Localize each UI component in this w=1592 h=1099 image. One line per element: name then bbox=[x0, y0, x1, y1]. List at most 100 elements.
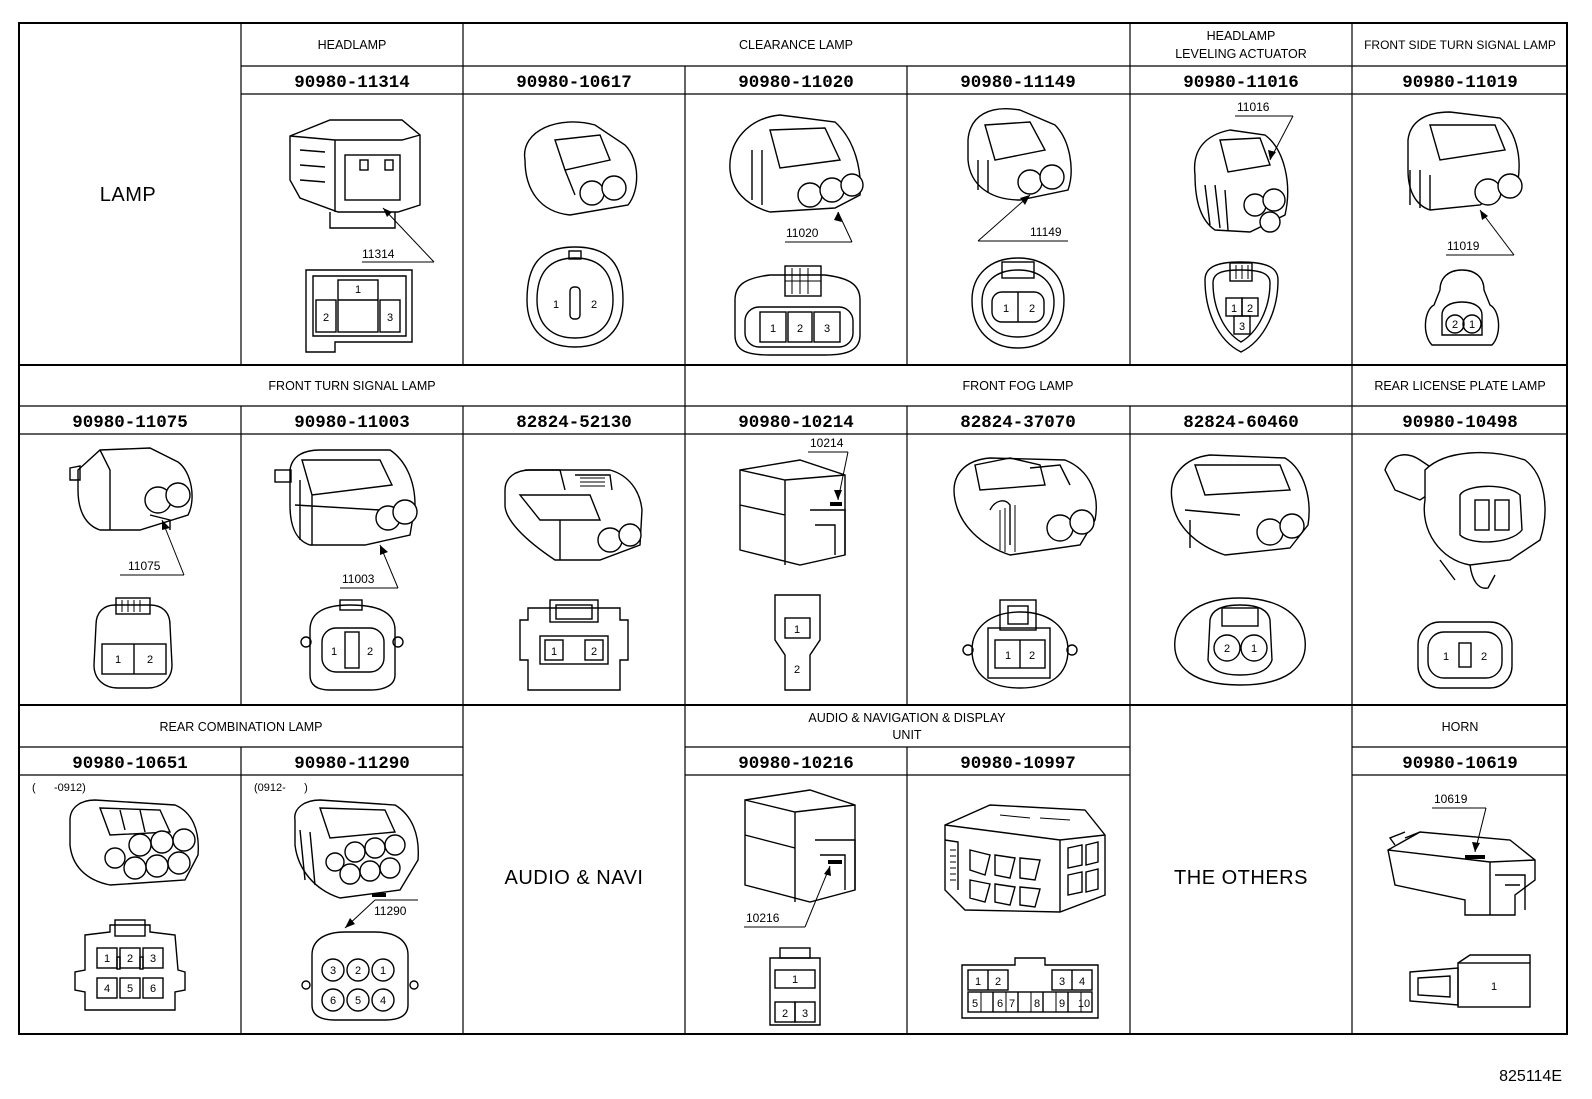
pin-number: 3 bbox=[1059, 976, 1065, 988]
grid-lines bbox=[18, 22, 1568, 1035]
part-number: 90980-10651 bbox=[72, 754, 188, 774]
connector-face-10997 bbox=[961, 957, 1099, 1019]
connector-drawing-10651 bbox=[69, 799, 199, 886]
connector-face-11016 bbox=[1204, 261, 1279, 353]
part-number: 90980-10997 bbox=[960, 754, 1076, 774]
pin-number: 1 bbox=[380, 965, 386, 977]
pin-number: 2 bbox=[1481, 651, 1487, 663]
pin-number: 5 bbox=[127, 983, 133, 995]
pin-number: 1 bbox=[355, 284, 361, 296]
pin-number: 2 bbox=[355, 965, 361, 977]
part-number-row-2: 90980-11075 90980-11003 82824-52130 9098… bbox=[72, 413, 1518, 433]
pin-number: 2 bbox=[127, 953, 133, 965]
connector-face-60460 bbox=[1174, 597, 1306, 686]
group-clearance-lamp: CLEARANCE LAMP bbox=[739, 38, 853, 52]
group-leveling-actuator-line2: LEVELING ACTUATOR bbox=[1175, 47, 1307, 61]
pin-number: 4 bbox=[104, 983, 110, 995]
part-number: 82824-60460 bbox=[1183, 413, 1299, 433]
pin-number: 10 bbox=[1078, 998, 1090, 1010]
callout-label: 11314 bbox=[362, 247, 395, 261]
connector-face-11149 bbox=[971, 257, 1065, 349]
pin-number: 2 bbox=[147, 654, 153, 666]
pin-number: 1 bbox=[551, 646, 557, 658]
pin-number: 2 bbox=[367, 646, 373, 658]
pin-number: 2 bbox=[591, 299, 597, 311]
section-label-lamp: LAMP bbox=[100, 184, 156, 206]
group-audio-navigation-display-line2: UNIT bbox=[892, 728, 922, 742]
connector-face-10619 bbox=[1409, 954, 1531, 1008]
grid-lines-inner bbox=[19, 23, 1567, 1034]
pin-number: 3 bbox=[150, 953, 156, 965]
connector-drawing-10498 bbox=[1384, 451, 1546, 589]
group-front-turn-signal-lamp: FRONT TURN SIGNAL LAMP bbox=[268, 379, 435, 393]
connector-face-11003 bbox=[300, 599, 404, 691]
part-number: 90980-10619 bbox=[1402, 754, 1518, 774]
pin-number: 1 bbox=[1443, 651, 1449, 663]
pin-number: 1 bbox=[1251, 643, 1257, 655]
pin-number: 2 bbox=[1029, 650, 1035, 662]
connector-drawing-11020 bbox=[729, 114, 864, 243]
connector-drawing-60460 bbox=[1170, 454, 1310, 556]
connector-drawing-11019 bbox=[1407, 111, 1523, 256]
group-horn: HORN bbox=[1442, 720, 1479, 734]
pin-number: 9 bbox=[1059, 998, 1065, 1010]
part-number: 90980-11290 bbox=[294, 754, 410, 774]
part-number: 82824-37070 bbox=[960, 413, 1076, 433]
connector-drawing-11016 bbox=[1193, 115, 1294, 233]
group-leveling-actuator-line1: HEADLAMP bbox=[1207, 29, 1276, 43]
callout-label: 10214 bbox=[810, 436, 844, 450]
part-number: 90980-11019 bbox=[1402, 73, 1518, 93]
part-number: 90980-11016 bbox=[1183, 73, 1299, 93]
callout-label: 11020 bbox=[786, 226, 819, 240]
group-audio-navigation-display-line1: AUDIO & NAVIGATION & DISPLAY bbox=[808, 711, 1006, 725]
connector-drawing-37070 bbox=[953, 457, 1097, 556]
pin-number: 4 bbox=[380, 995, 386, 1007]
connector-drawing-11003 bbox=[274, 449, 418, 589]
connector-face-10216 bbox=[769, 947, 821, 1026]
group-headlamp: HEADLAMP bbox=[318, 38, 387, 52]
pin-number: 1 bbox=[975, 976, 981, 988]
connector-drawing-11290 bbox=[294, 799, 419, 929]
pin-number: 4 bbox=[1079, 976, 1085, 988]
connector-drawing-11075 bbox=[69, 447, 193, 576]
section-label-audio-navi: AUDIO & NAVI bbox=[505, 867, 644, 889]
pin-number: 7 bbox=[1009, 998, 1015, 1010]
callout-label: 11016 bbox=[1237, 100, 1270, 114]
pin-number: 1 bbox=[1469, 319, 1475, 331]
pin-number: 2 bbox=[782, 1008, 788, 1020]
pin-number: 1 bbox=[331, 646, 337, 658]
part-number: 90980-10214 bbox=[738, 413, 854, 433]
connector-face-10214 bbox=[774, 594, 821, 691]
connector-face-11019 bbox=[1424, 269, 1500, 346]
connector-drawing-10214 bbox=[739, 451, 849, 566]
connector-drawing-10619 bbox=[1387, 807, 1536, 916]
group-front-fog-lamp: FRONT FOG LAMP bbox=[963, 379, 1074, 393]
pin-number: 3 bbox=[387, 312, 393, 324]
callout-label: 11290 bbox=[374, 904, 407, 918]
pin-number: 3 bbox=[330, 965, 336, 977]
pin-number: 2 bbox=[591, 646, 597, 658]
part-number: 90980-10216 bbox=[738, 754, 854, 774]
pin-number: 6 bbox=[150, 983, 156, 995]
pin-number: 6 bbox=[997, 998, 1003, 1010]
connector-face-10651 bbox=[74, 919, 186, 1011]
date-range-note: ( -0912) bbox=[32, 782, 86, 794]
part-number: 90980-11314 bbox=[294, 73, 410, 93]
pin-number: 1 bbox=[1005, 650, 1011, 662]
pin-number: 1 bbox=[1491, 981, 1497, 993]
figure-id: 825114E bbox=[1499, 1068, 1562, 1085]
connector-drawing-11314 bbox=[289, 119, 435, 263]
pin-number: 1 bbox=[1003, 303, 1009, 315]
connector-drawing-11149 bbox=[967, 108, 1072, 242]
pin-number: 1 bbox=[792, 974, 798, 986]
pin-number: 2 bbox=[794, 664, 800, 676]
connector-face-37070 bbox=[962, 599, 1078, 689]
pin-number: 2 bbox=[323, 312, 329, 324]
pin-number: 1 bbox=[794, 624, 800, 636]
pin-number: 1 bbox=[104, 953, 110, 965]
pin-number: 6 bbox=[330, 995, 336, 1007]
part-number: 90980-11149 bbox=[960, 73, 1076, 93]
pin-number: 5 bbox=[355, 995, 361, 1007]
connector-drawing-52130 bbox=[504, 469, 643, 561]
pin-number: 3 bbox=[1239, 321, 1245, 333]
